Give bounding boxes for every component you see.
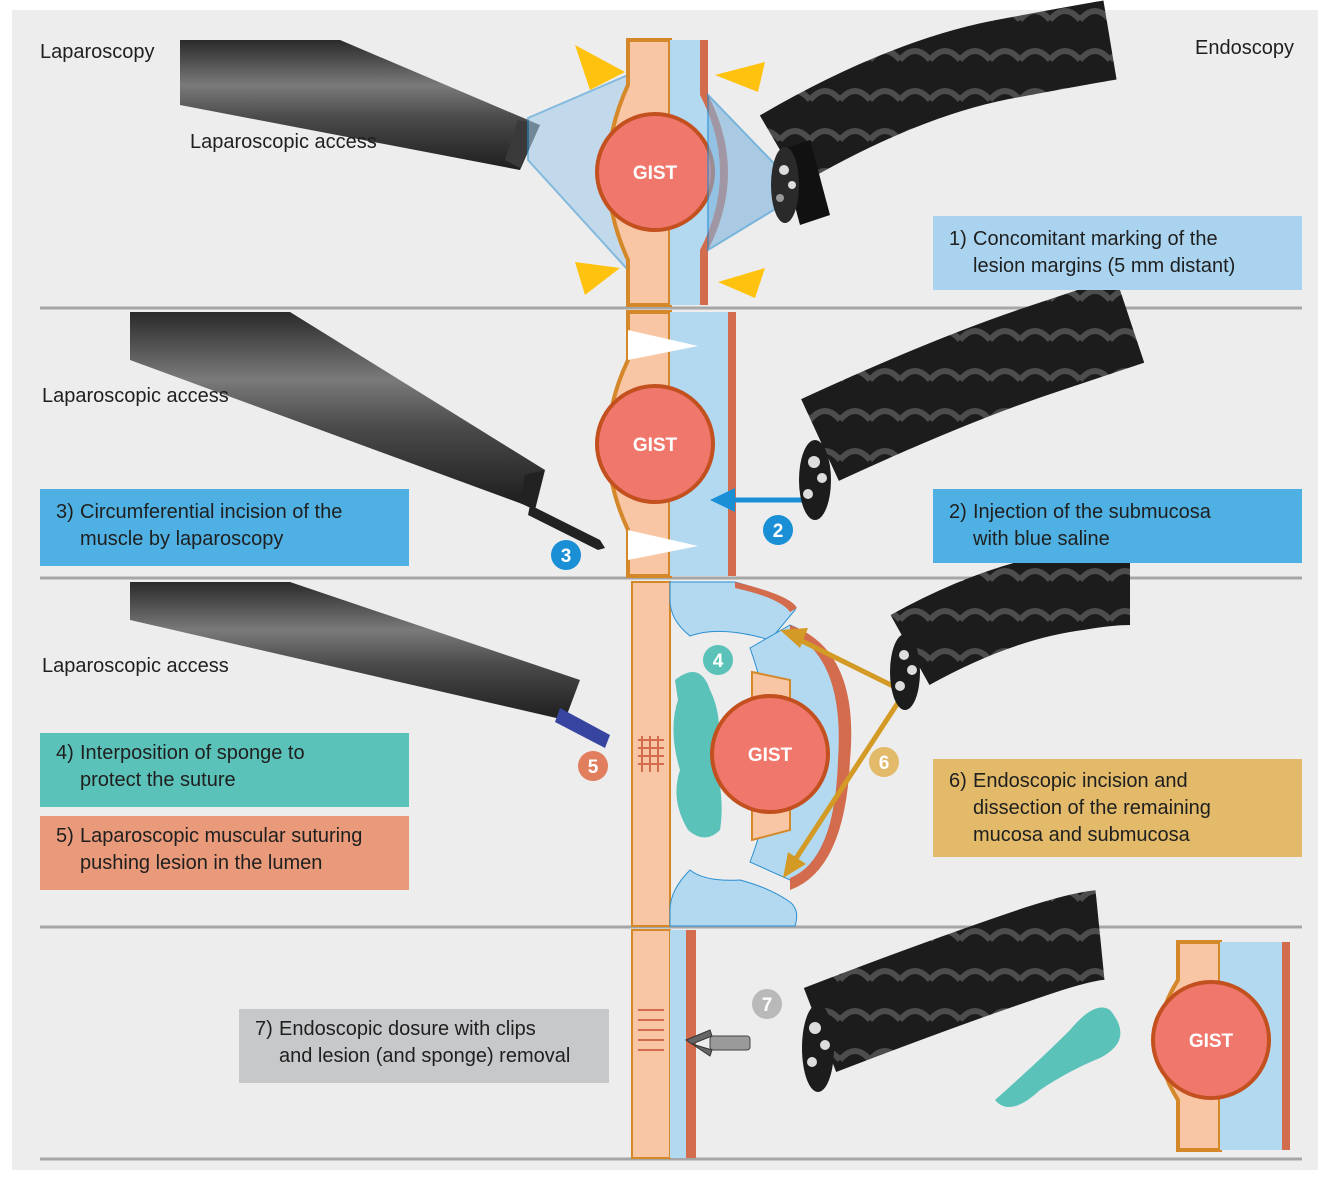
step-badge-7: 7 [752,989,782,1019]
svg-text:6: 6 [879,753,890,774]
svg-text:2: 2 [773,521,784,542]
step-badge-4: 4 [703,645,733,675]
svg-text:5: 5 [588,757,599,778]
gist-label: GIST [633,163,678,184]
gist-label: GIST [633,435,678,456]
laparoscopic-access-label-3: Laparoscopic access [42,652,229,680]
laparoscopic-access-label-2: Laparoscopic access [42,382,229,410]
step-badge-2: 2 [763,515,793,545]
svg-text:3: 3 [561,546,572,567]
gist-label: GIST [748,745,793,766]
endoscopy-label: Endoscopy [1195,34,1294,62]
step-badge-6: 6 [869,747,899,777]
gist-label: GIST [1189,1031,1234,1052]
svg-text:4: 4 [713,651,724,672]
step-badge-3: 3 [551,540,581,570]
laparoscopy-label: Laparoscopy [40,38,155,66]
step-badge-5: 5 [578,751,608,781]
svg-text:7: 7 [762,995,773,1016]
laparoscopic-access-label-1: Laparoscopic access [190,128,377,156]
